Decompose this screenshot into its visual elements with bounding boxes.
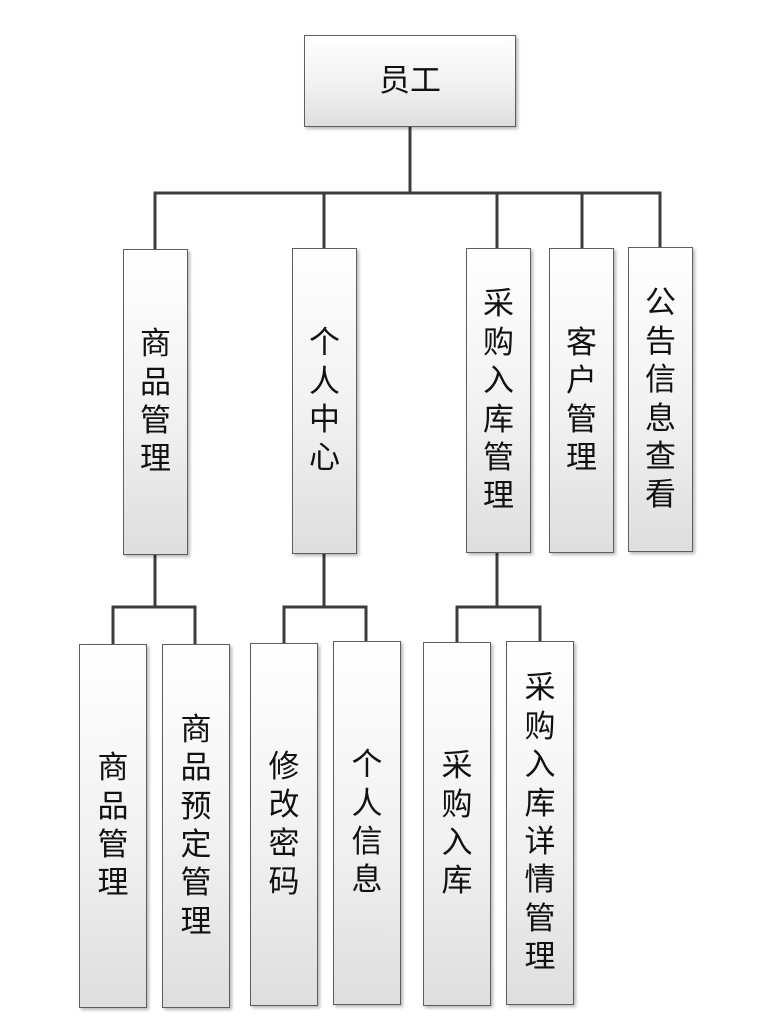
node-label: 个人中心	[308, 325, 340, 477]
node-purchase-inbound-management: 采购入库管理	[466, 248, 531, 553]
node-label: 采购入库管理	[482, 286, 514, 515]
node-label: 商品管理	[139, 326, 171, 478]
node-label: 采购入库	[441, 748, 473, 900]
node-label: 个人信息	[351, 747, 383, 899]
node-label: 采购入库详情管理	[524, 670, 556, 976]
node-goods-reservation-management: 商品预定管理	[162, 644, 230, 1008]
node-purchase-inbound-detail-management: 采购入库详情管理	[506, 641, 574, 1005]
node-personal-info: 个人信息	[333, 641, 401, 1005]
node-purchase-inbound: 采购入库	[423, 642, 491, 1006]
root-node-label: 员工	[379, 62, 441, 99]
node-change-password: 修改密码	[250, 643, 318, 1006]
node-label: 商品预定管理	[180, 711, 212, 940]
node-label: 商品管理	[97, 750, 129, 902]
node-label: 修改密码	[268, 748, 300, 900]
node-label: 客户管理	[565, 324, 597, 476]
node-goods-management: 商品管理	[123, 249, 188, 555]
node-label: 公告信息查看	[644, 285, 676, 514]
root-node-employee: 员工	[304, 35, 516, 127]
node-customer-management: 客户管理	[549, 248, 614, 553]
node-personal-center: 个人中心	[292, 248, 357, 554]
node-goods-manage-child: 商品管理	[79, 644, 147, 1008]
node-notice-view: 公告信息查看	[628, 247, 693, 552]
